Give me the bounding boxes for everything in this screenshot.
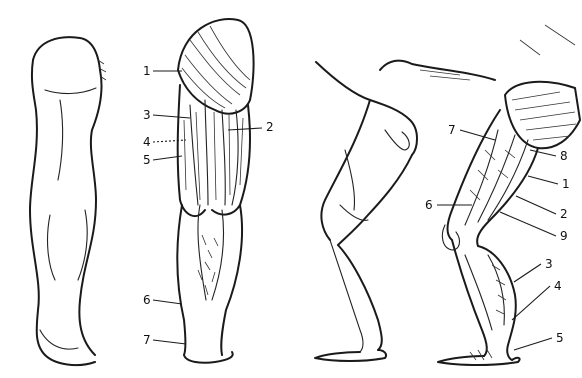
label-4: 4 [554, 279, 562, 293]
back-view-outline [30, 37, 106, 365]
label-3: 3 [545, 257, 553, 271]
side-view-muscles: 7 8 1 2 9 6 3 4 5 [425, 82, 580, 365]
label-1: 1 [143, 64, 151, 78]
label-6: 6 [425, 198, 433, 212]
label-4: 4 [143, 135, 151, 149]
label-3: 3 [143, 108, 151, 122]
label-9: 9 [560, 229, 568, 243]
label-1: 1 [562, 177, 570, 191]
label-2: 2 [560, 207, 568, 221]
label-7: 7 [143, 333, 151, 347]
label-5: 5 [143, 153, 151, 167]
label-7: 7 [448, 123, 456, 137]
label-6: 6 [143, 293, 151, 307]
back-view-muscles: 1 2 3 4 5 6 7 [143, 19, 274, 363]
side-view-outline [315, 25, 575, 361]
label-2: 2 [266, 120, 274, 134]
label-5: 5 [556, 331, 564, 345]
label-8: 8 [560, 149, 568, 163]
